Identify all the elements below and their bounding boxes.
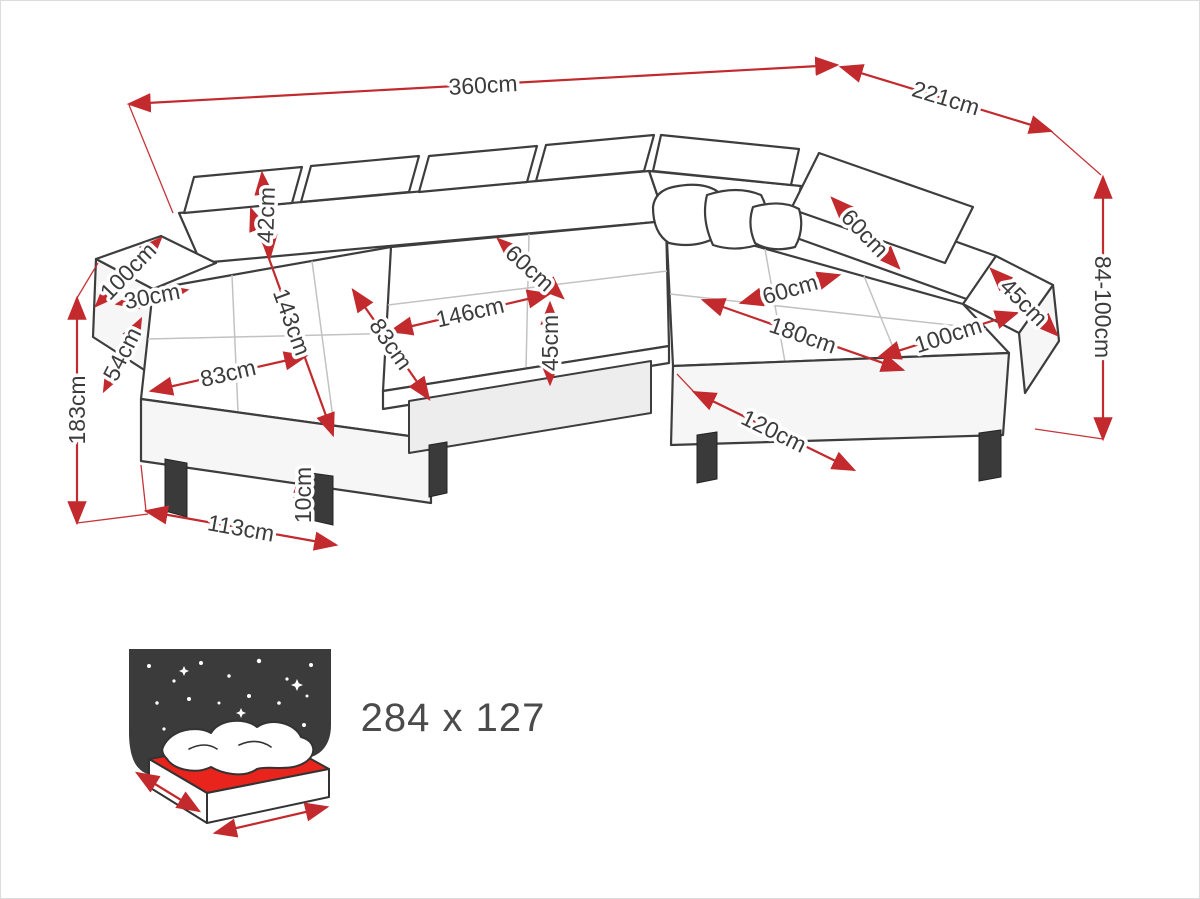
dimension-lines (67, 56, 1113, 551)
dim-label-overall-depth: 221cm (909, 76, 983, 121)
extension-line (128, 104, 174, 214)
sparkle-icon (236, 708, 246, 718)
leg (978, 429, 1002, 482)
sofa-headrests (182, 133, 801, 215)
pillow (749, 202, 803, 251)
corner-headrest (651, 133, 801, 187)
dim-label-overall-width: 360cm (448, 70, 518, 100)
headrest (417, 144, 539, 194)
dim-label-left-chaise-total-depth: 183cm (64, 375, 90, 444)
dim-line-overall-depth (838, 64, 1054, 134)
dim-line-right-section-length (700, 298, 906, 372)
dim-line-left-armrest-height (102, 316, 143, 394)
dim-label-leg-height: 10cm (290, 467, 316, 523)
sofa-drawing (91, 133, 1061, 526)
extension-line (140, 464, 147, 512)
duvet-fold (238, 740, 272, 748)
dim-label-overall-height: 84-100cm (1090, 256, 1116, 358)
dim-line-center-seat-depth (351, 288, 431, 401)
leg (164, 458, 188, 518)
dim-label-left-chaise-front-width: 113cm (206, 509, 277, 546)
night-sky-stars (147, 658, 313, 731)
dim-label-seat-height: 45cm (537, 315, 563, 371)
dim-line-right-headrest-width (830, 196, 901, 270)
dim-line-left-armrest-width (114, 284, 190, 310)
dim-line-right-chaise-depth (691, 390, 857, 472)
corner-pillows (651, 183, 803, 251)
bed-width-arrow (134, 771, 202, 813)
headrest (299, 154, 421, 204)
dim-line-corner-seat-depth (496, 237, 565, 300)
dim-line-left-chaise-front-width (143, 505, 339, 551)
right-chaise-front (669, 351, 1011, 447)
dim-line-left-side-depth (94, 236, 163, 308)
bed-length-arrow (212, 802, 330, 838)
extension-line (1050, 130, 1102, 176)
extension-line (1034, 428, 1104, 440)
leg (428, 441, 448, 498)
duvet-fold (188, 744, 218, 750)
dim-line-right-armrest-width (989, 267, 1059, 337)
duvet (161, 719, 315, 776)
dim-line-overall-width (126, 56, 840, 113)
sparkle-icon (179, 666, 189, 676)
sleeping-area-icon (129, 649, 331, 838)
dim-label-backrest-height: 42cm (252, 186, 280, 243)
sparkle-icon (291, 679, 303, 691)
center-base (408, 360, 652, 454)
headrest (534, 133, 656, 183)
sleeping-area-size-label: 284 x 127 (361, 696, 546, 740)
dim-line-center-seat-width (388, 289, 552, 336)
extension-line (76, 513, 149, 524)
dim-line-backrest-height (254, 170, 278, 260)
extension-line (676, 373, 695, 393)
leg (696, 431, 718, 484)
